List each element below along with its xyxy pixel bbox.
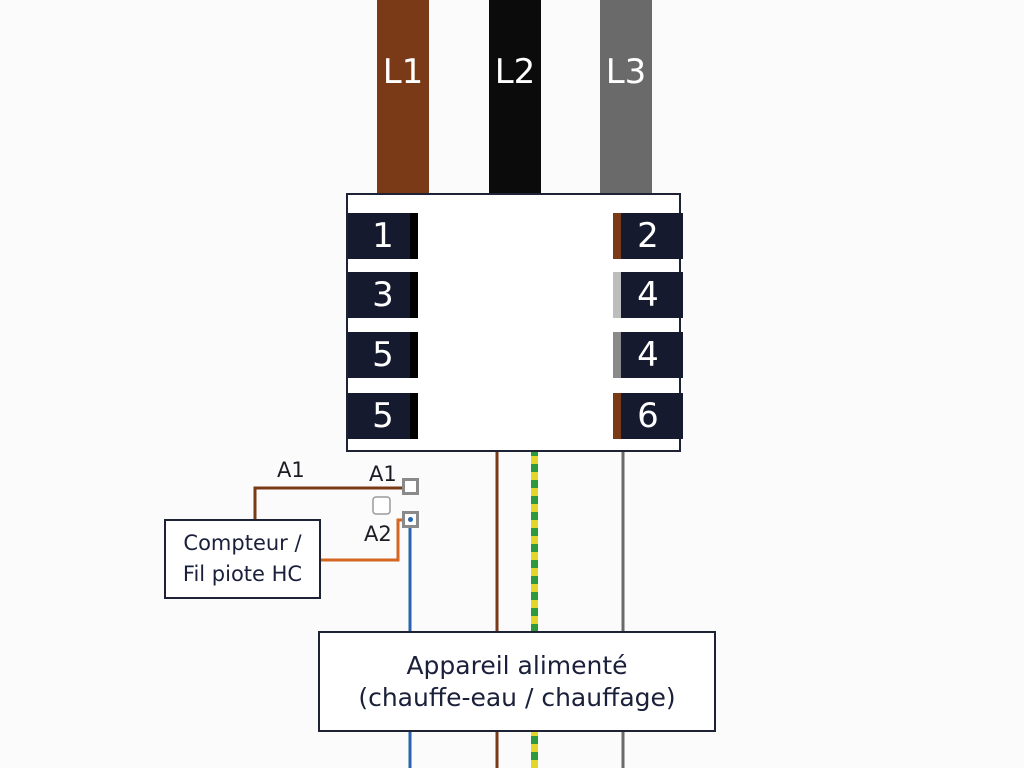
contactor: 1 3 5 5 2 4 4 6 xyxy=(346,193,683,452)
a1-control-wire xyxy=(253,486,404,519)
terminal: 3 xyxy=(348,272,418,318)
load-box-line2: (chauffe-eau / chauffage) xyxy=(358,682,676,712)
a2-pilot-wire xyxy=(321,518,404,562)
terminal: 6 xyxy=(613,393,683,439)
coil-a2-label: A2 xyxy=(364,522,392,546)
terminal: 5 xyxy=(348,393,418,439)
terminal: 4 xyxy=(613,332,683,378)
control-box-line1: Compteur / xyxy=(183,531,302,555)
a1-wire-label: A1 xyxy=(277,458,305,482)
phase-l3-conductor: L3 xyxy=(600,0,652,193)
load-box-line1: Appareil alimenté xyxy=(406,650,628,680)
terminal: 1 xyxy=(348,213,418,259)
control-source-box: Compteur / Fil piote HC xyxy=(164,519,321,599)
terminal: 2 xyxy=(613,213,683,259)
phase-label: L1 xyxy=(382,52,424,92)
phase-label: L2 xyxy=(494,52,536,92)
phase-label: L3 xyxy=(605,52,647,92)
coil-indicator xyxy=(372,496,391,515)
earth-wire xyxy=(531,452,538,768)
phase-l2-conductor: L2 xyxy=(489,0,541,193)
coil-terminal-a1 xyxy=(402,478,419,495)
phase-l1-conductor: L1 xyxy=(377,0,429,193)
coil-terminal-a2 xyxy=(402,511,419,528)
terminal: 5 xyxy=(348,332,418,378)
load-box: Appareil alimenté (chauffe-eau / chauffa… xyxy=(318,631,716,732)
control-box-line2: Fil piote HC xyxy=(182,562,303,586)
terminal: 4 xyxy=(613,272,683,318)
coil-a1-label: A1 xyxy=(369,462,397,486)
